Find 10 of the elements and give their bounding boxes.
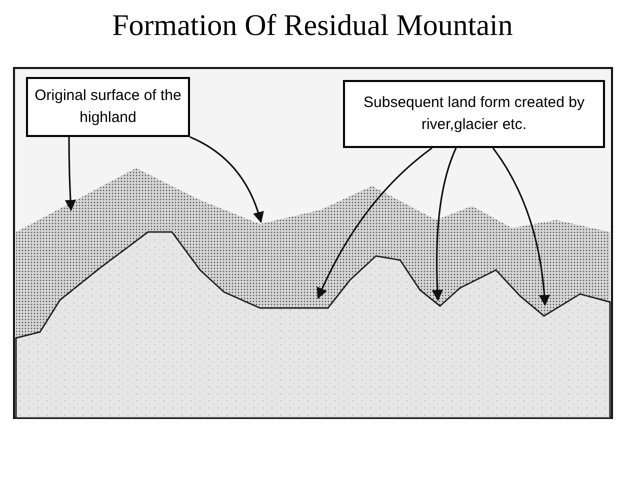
leader-arrow	[64, 137, 76, 212]
callout-text: Original surface of the highland	[34, 86, 182, 128]
callout-box	[26, 77, 190, 137]
leader-arrow	[190, 136, 264, 224]
callout-text: Subsequent land form created by river,glacier etc.	[362, 93, 586, 135]
title: Formation Of Residual Mountain	[111, 8, 514, 44]
leader-arrow	[432, 148, 457, 302]
leader-arrow	[492, 148, 550, 306]
leader-arrow	[317, 147, 432, 300]
callout-box	[343, 80, 605, 148]
